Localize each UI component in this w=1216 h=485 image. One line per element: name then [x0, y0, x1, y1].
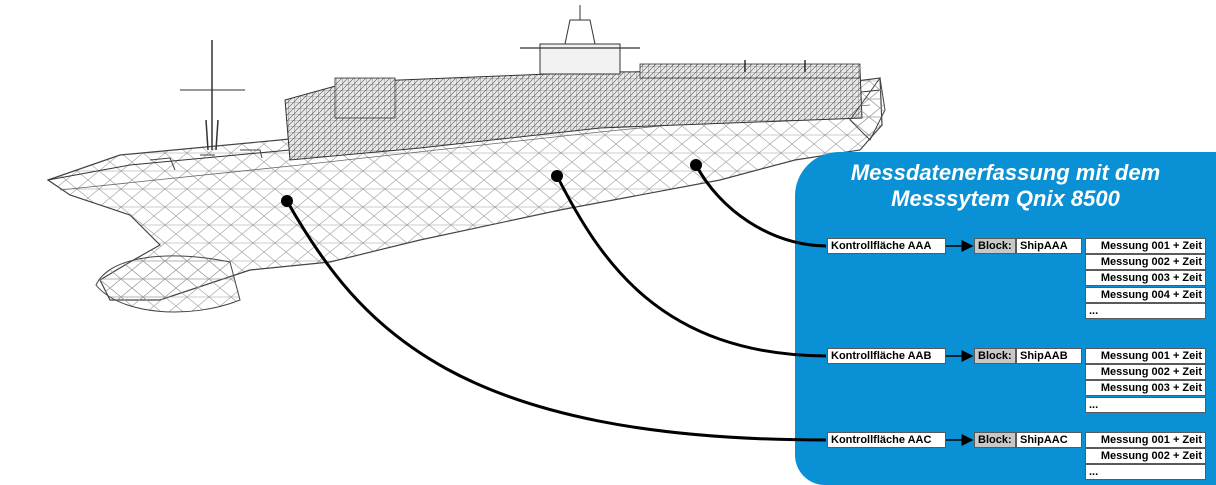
measurement-item: Messung 003 + Zeit: [1085, 270, 1206, 286]
measurement-item: Messung 002 + Zeit: [1085, 364, 1206, 380]
measurement-item: Messung 004 + Zeit: [1085, 287, 1206, 303]
measurement-item: Messung 001 + Zeit: [1085, 432, 1206, 448]
measurement-item: Messung 001 + Zeit: [1085, 348, 1206, 364]
measurement-item-more: ...: [1085, 397, 1206, 413]
block-name-aac: ShipAAC: [1016, 432, 1082, 448]
measurement-item-more: ...: [1085, 303, 1206, 319]
control-area-aab: Kontrollfläche AAB: [827, 348, 946, 364]
measurement-item: Messung 003 + Zeit: [1085, 380, 1206, 396]
measurement-item: Messung 002 + Zeit: [1085, 448, 1206, 464]
panel-title-line-1: Messdatenerfassung mit dem: [795, 160, 1216, 186]
block-label-aac: Block:: [974, 432, 1016, 448]
measurement-item: Messung 001 + Zeit: [1085, 238, 1206, 254]
control-area-aac: Kontrollfläche AAC: [827, 432, 946, 448]
measurement-item: Messung 002 + Zeit: [1085, 254, 1206, 270]
block-name-aaa: ShipAAA: [1016, 238, 1082, 254]
block-label-aab: Block:: [974, 348, 1016, 364]
control-area-aaa: Kontrollfläche AAA: [827, 238, 946, 254]
block-label-aaa: Block:: [974, 238, 1016, 254]
panel-title: Messdatenerfassung mit dem Messsytem Qni…: [795, 160, 1216, 212]
panel-title-line-2: Messsytem Qnix 8500: [795, 186, 1216, 212]
measurement-item-more: ...: [1085, 464, 1206, 480]
block-name-aab: ShipAAB: [1016, 348, 1082, 364]
